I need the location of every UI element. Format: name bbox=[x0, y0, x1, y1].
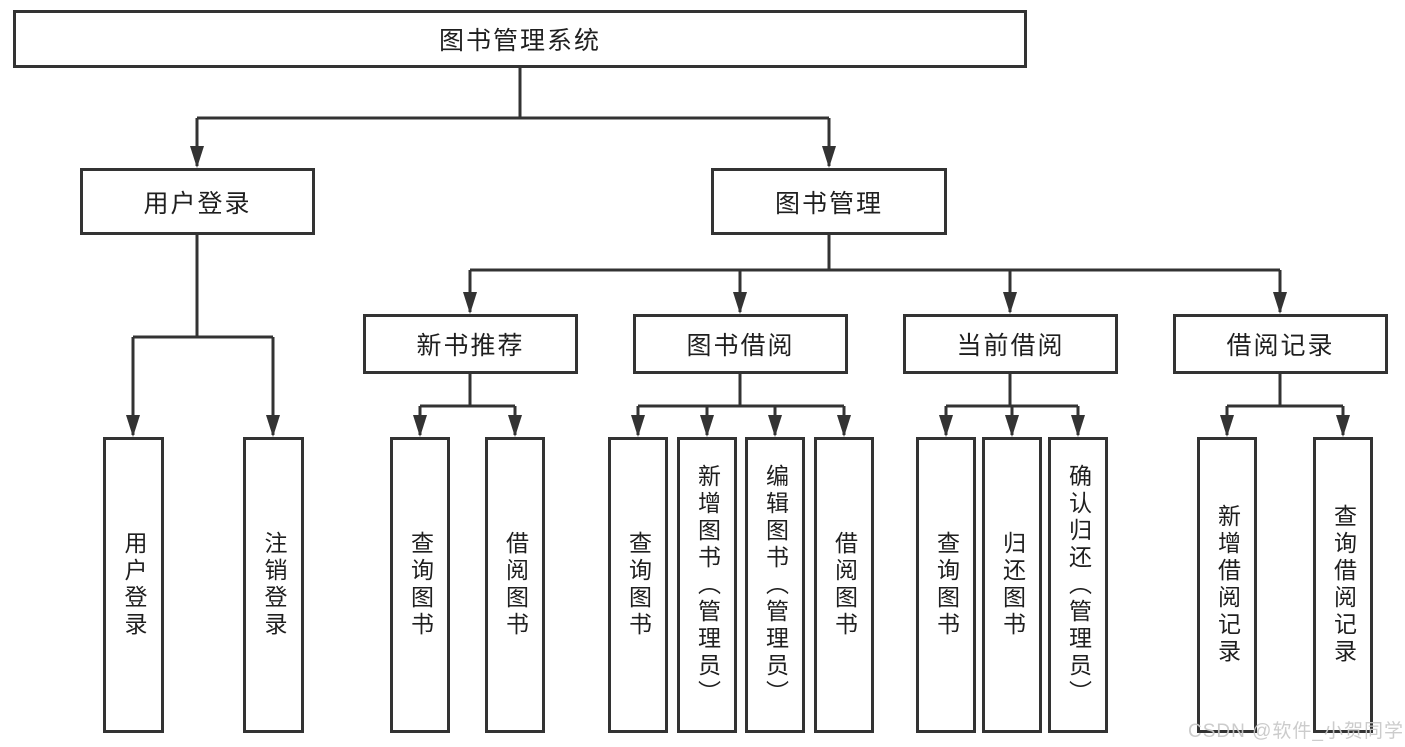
connector-current-borrow-children bbox=[939, 374, 1085, 437]
node-current-borrow: 当前借阅 bbox=[903, 314, 1118, 374]
arrowhead-icon bbox=[508, 415, 522, 437]
arrowhead-icon bbox=[1071, 415, 1085, 437]
node-label: 新书推荐 bbox=[416, 332, 525, 360]
node-label: 借阅记录 bbox=[1226, 332, 1335, 360]
node-label: 归还图书 bbox=[999, 531, 1026, 639]
arrowhead-icon bbox=[1273, 292, 1287, 314]
arrowhead-icon bbox=[939, 415, 953, 437]
arrowhead-icon bbox=[1005, 415, 1019, 437]
leaf-query-books-borrow: 查询图书 bbox=[608, 437, 668, 733]
node-label: 查询图书 bbox=[933, 531, 960, 639]
connector-book-manage-children bbox=[463, 235, 1287, 314]
connector-new-book-recommend-children bbox=[413, 374, 522, 437]
leaf-confirm-return-admin: 确认归还（管理员） bbox=[1048, 437, 1108, 733]
arrowhead-icon bbox=[822, 146, 836, 168]
node-label: 查询图书 bbox=[407, 531, 434, 639]
node-label: 注销登录 bbox=[261, 531, 287, 639]
arrowhead-icon bbox=[1003, 292, 1017, 314]
arrowhead-icon bbox=[768, 415, 782, 437]
connector-user-login-children bbox=[126, 235, 280, 437]
node-label: 确认归还（管理员） bbox=[1065, 463, 1092, 707]
arrowhead-icon bbox=[1336, 415, 1350, 437]
node-user-login: 用户登录 bbox=[80, 168, 315, 235]
node-new-book-recommend: 新书推荐 bbox=[363, 314, 578, 374]
node-label: 查询图书 bbox=[625, 531, 652, 639]
leaf-edit-book-admin: 编辑图书（管理员） bbox=[745, 437, 805, 733]
node-label: 借阅图书 bbox=[502, 531, 529, 639]
node-borrow-records: 借阅记录 bbox=[1173, 314, 1388, 374]
root-node-book-management-system: 图书管理系统 bbox=[13, 10, 1027, 68]
arrowhead-icon bbox=[190, 146, 204, 168]
arrowhead-icon bbox=[1220, 415, 1234, 437]
connector-root-to-level2 bbox=[190, 68, 836, 168]
arrowhead-icon bbox=[733, 292, 747, 314]
arrowhead-icon bbox=[413, 415, 427, 437]
leaf-return-book: 归还图书 bbox=[982, 437, 1042, 733]
arrowhead-icon bbox=[700, 415, 714, 437]
node-label: 新增借阅记录 bbox=[1214, 504, 1241, 666]
leaf-query-books-recommend: 查询图书 bbox=[390, 437, 450, 733]
leaf-borrow-books-recommend: 借阅图书 bbox=[485, 437, 545, 733]
connector-book-borrow-children bbox=[631, 374, 851, 437]
node-label: 图书管理 bbox=[774, 189, 883, 218]
leaf-add-book-admin: 新增图书（管理员） bbox=[677, 437, 737, 733]
connector-borrow-records-children bbox=[1220, 374, 1350, 437]
node-label: 用户登录 bbox=[143, 189, 252, 218]
arrowhead-icon bbox=[837, 415, 851, 437]
arrowhead-icon bbox=[266, 415, 280, 437]
csdn-watermark: CSDN @软件_小贺同学 bbox=[1188, 721, 1404, 742]
node-book-borrow: 图书借阅 bbox=[633, 314, 848, 374]
arrowhead-icon bbox=[463, 292, 477, 314]
leaf-user-login: 用户登录 bbox=[103, 437, 164, 733]
arrowhead-icon bbox=[126, 415, 140, 437]
leaf-borrow-books: 借阅图书 bbox=[814, 437, 874, 733]
leaf-logout: 注销登录 bbox=[243, 437, 304, 733]
node-label: 图书管理系统 bbox=[438, 27, 601, 55]
node-label: 用户登录 bbox=[121, 531, 147, 639]
arrowhead-icon bbox=[631, 415, 645, 437]
leaf-query-borrow-record: 查询借阅记录 bbox=[1313, 437, 1373, 733]
leaf-query-books-current: 查询图书 bbox=[916, 437, 976, 733]
node-book-manage: 图书管理 bbox=[711, 168, 947, 235]
node-label: 新增图书（管理员） bbox=[694, 463, 721, 707]
node-label: 图书借阅 bbox=[686, 332, 795, 360]
node-label: 借阅图书 bbox=[831, 531, 858, 639]
leaf-add-borrow-record: 新增借阅记录 bbox=[1197, 437, 1257, 733]
node-label: 查询借阅记录 bbox=[1330, 504, 1357, 666]
node-label: 编辑图书（管理员） bbox=[762, 463, 789, 707]
node-label: 当前借阅 bbox=[956, 332, 1065, 360]
